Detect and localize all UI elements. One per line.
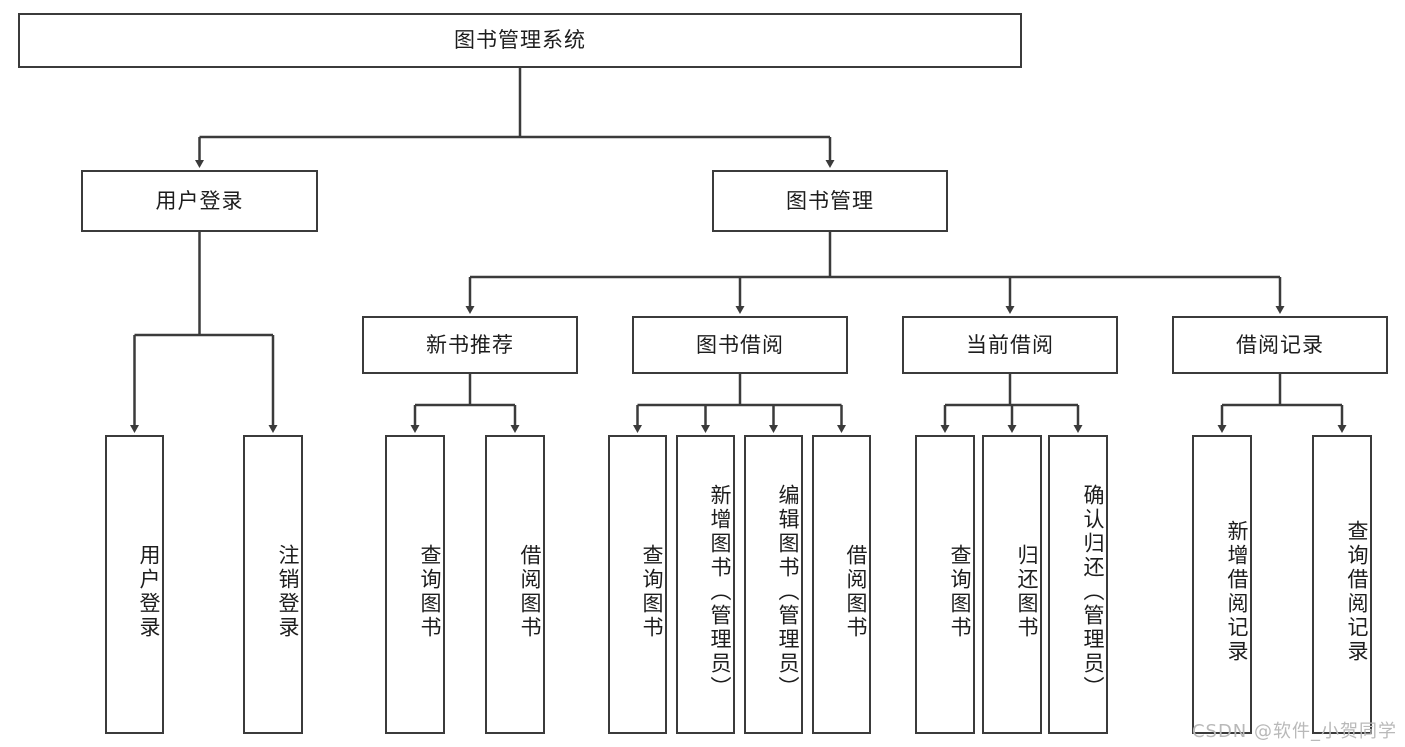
node-r2[interactable]: 查询借阅记录 [1312, 435, 1372, 734]
node-label: 新书推荐 [426, 332, 514, 357]
node-label: 编辑图书（管理员） [776, 483, 800, 700]
node-label: 借阅图书 [518, 543, 542, 640]
node-c1[interactable]: 查询图书 [915, 435, 975, 734]
node-label: 图书管理 [786, 188, 874, 213]
node-borrow[interactable]: 图书借阅 [632, 316, 848, 374]
node-l2[interactable]: 注销登录 [243, 435, 303, 734]
node-label: 图书借阅 [696, 332, 784, 357]
node-b3[interactable]: 编辑图书（管理员） [744, 435, 803, 734]
node-root[interactable]: 图书管理系统 [18, 13, 1022, 68]
node-b4[interactable]: 借阅图书 [812, 435, 871, 734]
node-l1[interactable]: 用户登录 [105, 435, 164, 734]
node-b1[interactable]: 查询图书 [608, 435, 667, 734]
node-login[interactable]: 用户登录 [81, 170, 318, 232]
node-label: 用户登录 [155, 188, 244, 213]
node-r1[interactable]: 新增借阅记录 [1192, 435, 1252, 734]
node-current[interactable]: 当前借阅 [902, 316, 1118, 374]
node-newbook[interactable]: 新书推荐 [362, 316, 578, 374]
node-label: 借阅记录 [1236, 332, 1324, 357]
node-label: 图书管理系统 [454, 28, 586, 53]
watermark-text: CSDN @软件_小贺同学 [1191, 721, 1397, 742]
node-label: 查询图书 [640, 543, 664, 640]
node-label: 归还图书 [1015, 543, 1039, 640]
node-label: 当前借阅 [966, 332, 1054, 357]
node-b2[interactable]: 新增图书（管理员） [676, 435, 735, 734]
node-label: 用户登录 [137, 543, 161, 640]
node-label: 确认归还（管理员） [1081, 483, 1105, 700]
node-label: 新增借阅记录 [1225, 519, 1249, 664]
node-label: 新增图书（管理员） [708, 483, 732, 700]
node-bookmgmt[interactable]: 图书管理 [712, 170, 948, 232]
node-c2[interactable]: 归还图书 [982, 435, 1042, 734]
node-c3[interactable]: 确认归还（管理员） [1048, 435, 1108, 734]
node-label: 查询借阅记录 [1345, 519, 1369, 664]
node-n1[interactable]: 查询图书 [385, 435, 445, 734]
node-label: 注销登录 [276, 543, 300, 640]
node-label: 查询图书 [948, 543, 972, 640]
node-records[interactable]: 借阅记录 [1172, 316, 1388, 374]
node-n2[interactable]: 借阅图书 [485, 435, 545, 734]
node-label: 借阅图书 [844, 543, 868, 640]
node-label: 查询图书 [418, 543, 442, 640]
